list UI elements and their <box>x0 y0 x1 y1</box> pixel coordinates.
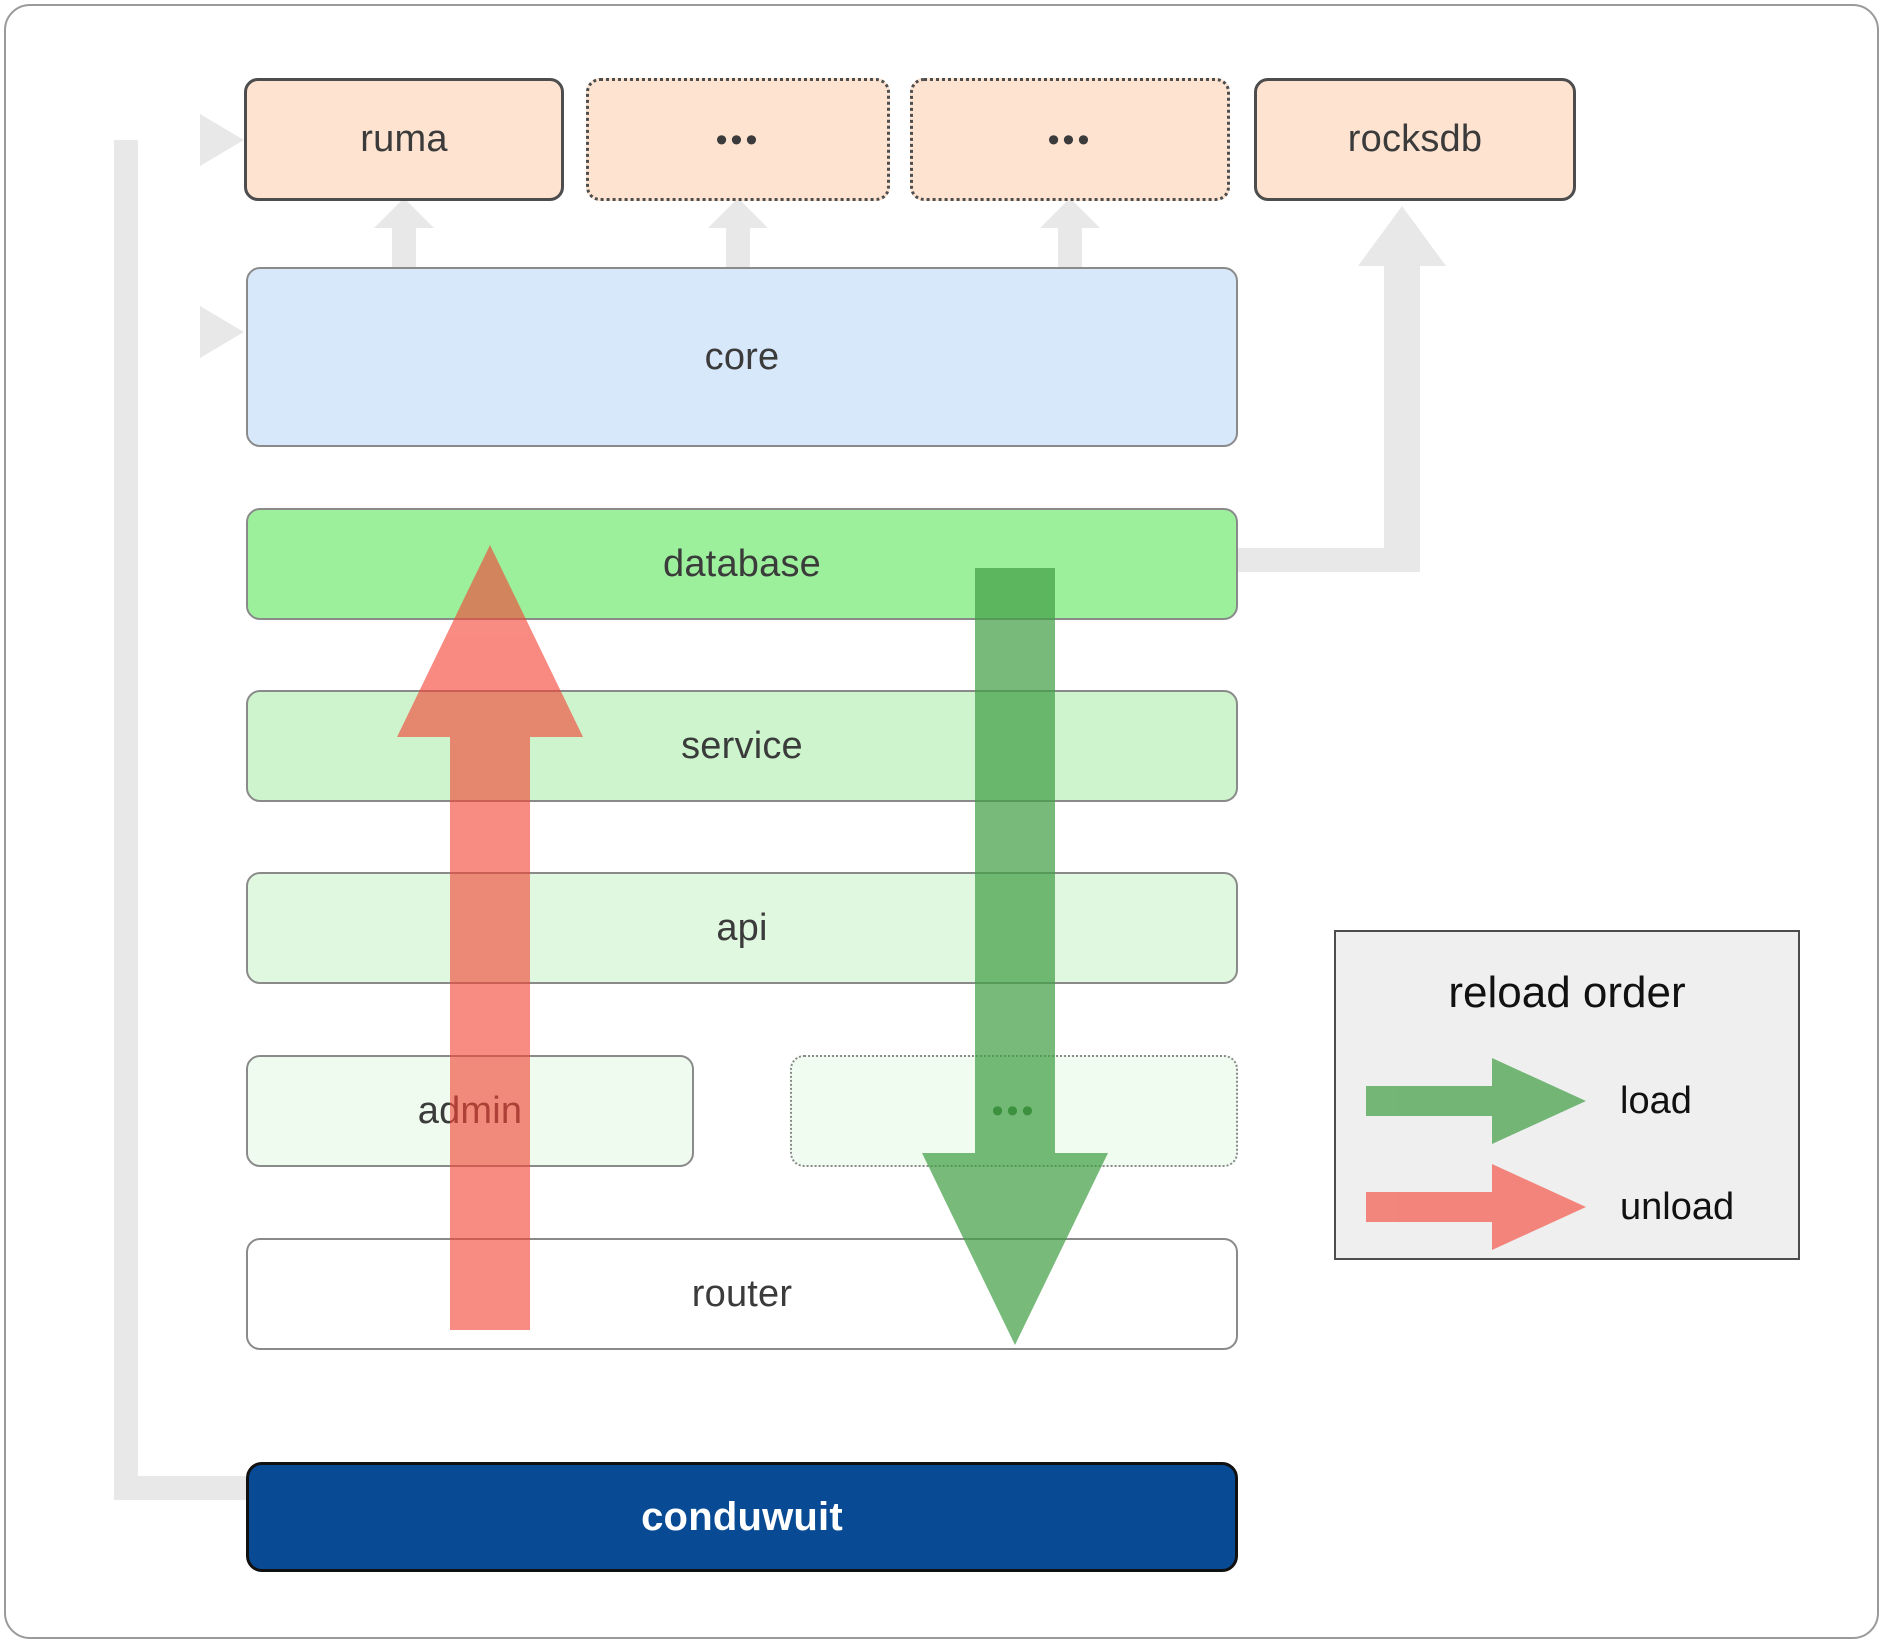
wire-rail-to-core <box>138 306 244 358</box>
arrow-core-to-dots-1 <box>708 198 768 267</box>
wire-database-to-rocksdb <box>1238 206 1446 572</box>
node-api[interactable]: api <box>246 872 1238 984</box>
legend-item-load-label: load <box>1620 1079 1692 1122</box>
core-to-deps-arrows <box>374 198 1100 267</box>
load-arrow-icon <box>1366 1058 1586 1144</box>
arrow-core-to-dots-2 <box>1040 198 1100 267</box>
legend-item-load: load <box>1366 1058 1772 1144</box>
unload-arrow <box>397 545 583 1330</box>
legend-panel: reload order load unload <box>1334 930 1800 1260</box>
legend-item-unload-label: unload <box>1620 1185 1735 1228</box>
load-arrow <box>922 568 1108 1345</box>
legend-title: reload order <box>1448 968 1686 1017</box>
legend-item-unload: unload <box>1366 1164 1772 1250</box>
unload-arrow-icon <box>1366 1164 1586 1250</box>
wire-conduwuit-to-ruma <box>114 114 246 1500</box>
arrow-core-to-ruma <box>374 198 434 267</box>
